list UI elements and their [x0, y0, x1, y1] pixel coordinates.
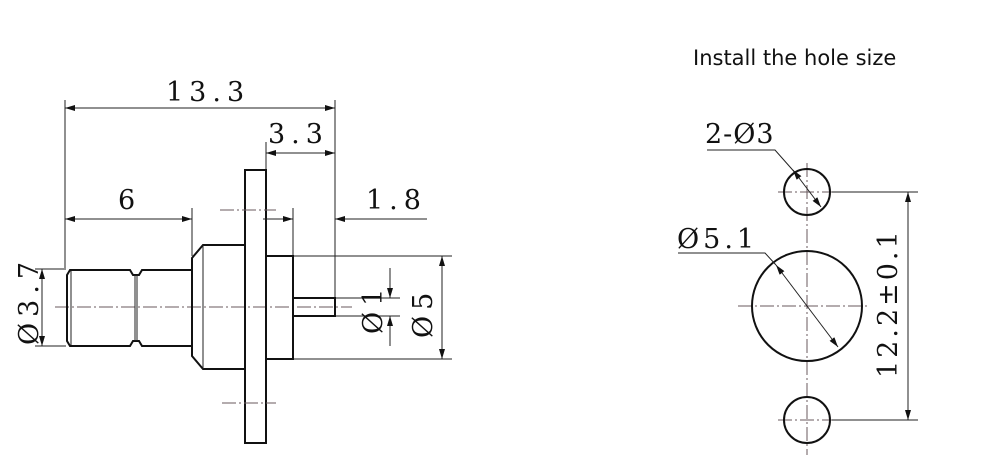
dim-label-pin-diameter: Ø1 [358, 283, 389, 334]
dim-label-rear-diameter: Ø5 [408, 287, 439, 338]
thread-section [66, 269, 193, 347]
connector-side-view: 13.3 3.3 6 1.8 Ø3.7 Ø1 Ø5 [14, 77, 452, 444]
drawing-title: Install the hole size [693, 46, 896, 70]
dim-label-flange-to-tip: 3.3 [268, 119, 329, 150]
pin [292, 297, 336, 317]
mounting-hole-pattern: 2-Ø3 Ø5.1 12.2±0.1 [677, 119, 918, 455]
leader-center-hole [775, 264, 839, 348]
dim-label-overall-length: 13.3 [166, 77, 250, 108]
dim-label-thread-length: 6 [118, 185, 141, 216]
label-center-hole: Ø5.1 [677, 224, 758, 255]
mount-hole-bottom [783, 396, 831, 444]
dim-label-thread-diameter: Ø3.7 [14, 256, 45, 345]
dim-label-hole-spacing: 12.2±0.1 [873, 228, 904, 378]
dim-label-pin-length: 1.8 [366, 185, 427, 216]
mount-hole-top [783, 168, 831, 216]
leader-mount-holes [792, 169, 822, 208]
center-hole [751, 250, 863, 362]
label-mount-holes: 2-Ø3 [705, 119, 775, 150]
